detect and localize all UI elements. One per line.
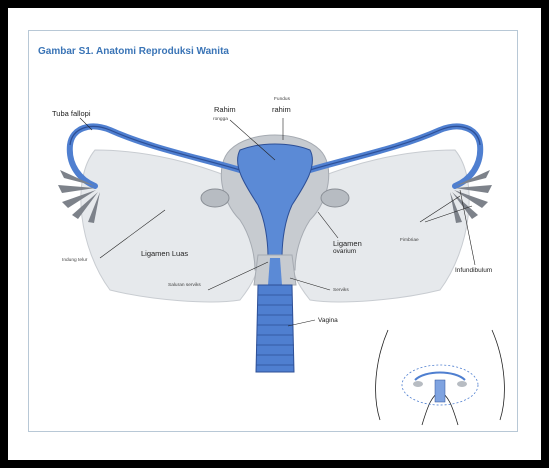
label-rahim: Rahim bbox=[214, 106, 236, 114]
label-fundus-rahim: rahim bbox=[272, 106, 291, 114]
label-fimbriae: Fimbriae bbox=[400, 238, 419, 243]
label-tuba-fallopi: Tuba fallopi bbox=[52, 110, 91, 118]
label-ligamen-ovarium-2: ovarium bbox=[333, 249, 356, 256]
ovary-right bbox=[321, 189, 349, 207]
label-serviks: Serviks bbox=[333, 288, 349, 293]
label-vagina: Vagina bbox=[318, 318, 338, 325]
label-indung-telur: Indung telur bbox=[62, 258, 87, 263]
vagina bbox=[256, 285, 294, 372]
label-rongga: rongga bbox=[213, 117, 228, 122]
inset-body-figure bbox=[376, 330, 505, 425]
cervical-canal bbox=[268, 258, 282, 285]
label-fundus: Fundus bbox=[274, 97, 290, 102]
label-ligamen-luas: Ligamen Luas bbox=[141, 250, 188, 258]
label-infundibulum: Infundibulum bbox=[455, 268, 492, 275]
inset-organ-sketch bbox=[402, 365, 478, 405]
ovary-left bbox=[201, 189, 229, 207]
label-ligamen-ovarium-1: Ligamen bbox=[333, 240, 362, 248]
label-saluran-serviks: Saluran serviks bbox=[168, 283, 201, 288]
